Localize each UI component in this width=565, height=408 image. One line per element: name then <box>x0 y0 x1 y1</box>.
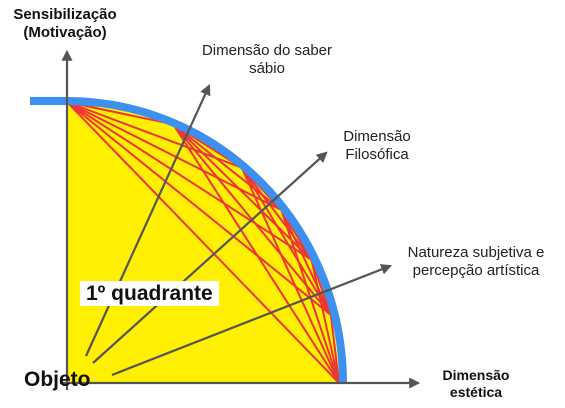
chord-line <box>329 314 340 384</box>
chord-line <box>241 167 313 261</box>
arrow-dim-filosofica <box>92 151 328 364</box>
chord-line <box>172 123 340 384</box>
chord-line <box>66 101 340 384</box>
arrow-natureza <box>111 264 393 377</box>
chord-line <box>66 101 282 211</box>
arrow-dim-saber <box>84 83 211 357</box>
object-label: Objeto <box>24 368 91 391</box>
y-axis-label: Sensibilização (Motivação) <box>13 6 117 41</box>
chord-line <box>66 101 174 126</box>
x-axis-label: Dimensão estética <box>442 367 510 400</box>
chord-line <box>172 123 313 261</box>
dim-saber-label: Dimensão do saber sábio <box>201 42 333 77</box>
chord-line <box>310 259 340 384</box>
chord-line <box>280 209 332 316</box>
dim-filosofica-label: Dimensão Filosófica <box>343 128 411 163</box>
chord-line <box>240 167 340 384</box>
boundary-arc <box>30 97 347 384</box>
chord-line <box>310 259 332 316</box>
chord-line <box>66 101 332 316</box>
chord-line <box>240 167 332 316</box>
quadrant-label: 1º quadrante <box>80 281 219 307</box>
natureza-label: Natureza subjetiva e percepção artística <box>407 244 545 279</box>
